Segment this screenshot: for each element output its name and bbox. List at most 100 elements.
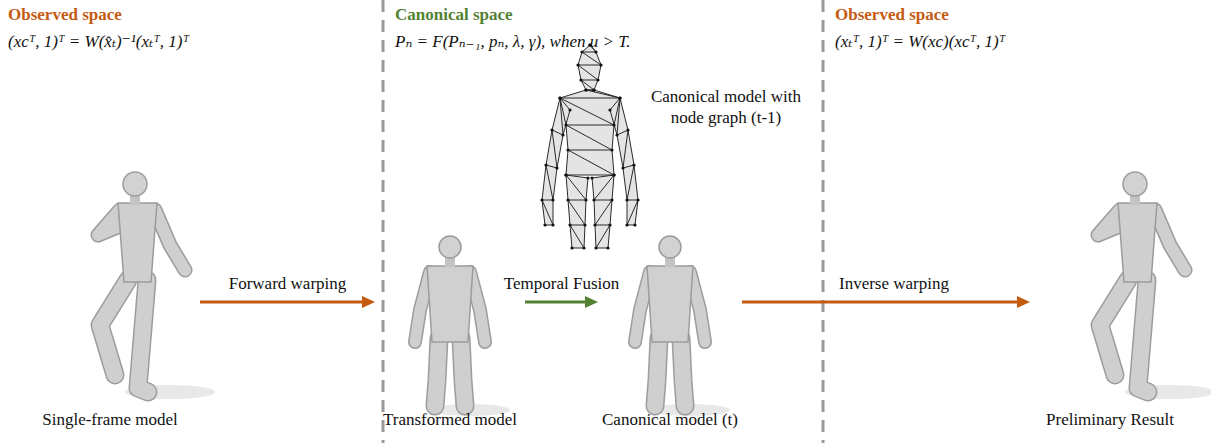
mesh-edge: [578, 65, 598, 80]
mesh-edge: [568, 200, 585, 225]
mesh-edge: [582, 52, 596, 53]
graph-node-dot: [551, 223, 554, 226]
graph-node-dot: [592, 88, 595, 91]
formula-text: Pₙ = F(Pₙ₋₁, pₙ, λ, γ), when u > T.: [395, 31, 631, 52]
mesh-edge: [584, 225, 585, 248]
mesh-edge: [572, 248, 584, 249]
mesh-edge: [552, 130, 563, 135]
section-divider: [382, 0, 385, 443]
figure-caption: Canonical model (t): [602, 410, 738, 430]
mesh-edge: [546, 165, 553, 200]
mesh-edge: [594, 80, 598, 90]
graph-node-dot: [592, 198, 595, 201]
mesh-edge: [623, 165, 634, 168]
mesh-fill: [560, 90, 620, 175]
mesh-edge: [612, 125, 614, 150]
mesh-edge: [552, 98, 560, 130]
graph-node-dot: [579, 78, 582, 81]
mesh-edge: [568, 200, 570, 225]
graph-node-dot: [555, 166, 558, 169]
mesh-edge: [578, 52, 582, 65]
mesh-edge: [542, 165, 546, 200]
mesh-edge: [612, 150, 614, 175]
graph-node-dot: [593, 223, 596, 226]
section-heading: Canonical space: [395, 4, 513, 25]
graph-node-dot: [586, 176, 589, 179]
mesh-edge: [552, 130, 557, 168]
graph-node-dot: [540, 198, 543, 201]
mesh-edge: [570, 225, 585, 226]
figure-caption: Single-frame model: [42, 410, 178, 430]
mesh-edge: [578, 65, 601, 66]
mesh-edge: [617, 135, 623, 168]
mesh-edge: [570, 225, 584, 248]
mesh-edge: [634, 165, 638, 200]
graph-node-dot: [564, 173, 567, 176]
figure-panel: Canonical model (t): [598, 230, 742, 432]
mesh-edge: [586, 90, 620, 98]
graph-node-dot: [612, 123, 615, 126]
graph-node-dot: [618, 96, 621, 99]
flow-arrow: [742, 296, 1030, 308]
mesh-edge: [612, 175, 614, 200]
section-heading: Observed space: [8, 4, 122, 25]
mesh-fill: [592, 175, 614, 248]
graph-node-dot: [618, 96, 621, 99]
graph-node-dot: [576, 63, 579, 66]
mesh-edge: [546, 165, 557, 168]
mesh-edge: [586, 178, 588, 200]
mesh-edge: [560, 98, 614, 125]
graph-node-dot: [612, 173, 615, 176]
mesh-edge: [594, 175, 614, 200]
mesh-edge: [568, 150, 614, 175]
graph-node-dot: [544, 163, 547, 166]
graph-node-dot: [568, 223, 571, 226]
figure-caption: Preliminary Result: [1046, 410, 1174, 430]
mesh-edge: [557, 135, 563, 168]
figure-panel: Preliminary Result: [1030, 160, 1190, 432]
mesh-edge: [566, 175, 568, 200]
graph-node-dot: [584, 198, 587, 201]
graph-node-dot: [632, 163, 635, 166]
mesh-edge: [617, 98, 620, 135]
graph-node-dot: [596, 78, 599, 81]
graph-node-dot: [621, 166, 624, 169]
mesh-edge: [628, 130, 634, 165]
mesh-edge: [596, 248, 608, 249]
graph-node-dot: [570, 246, 573, 249]
mesh-edge: [553, 168, 557, 200]
mesh-edge: [553, 200, 554, 225]
graph-node-dot: [568, 108, 571, 111]
mesh-edge: [595, 225, 610, 226]
mesh-edge: [627, 165, 634, 200]
graph-node-dot: [584, 88, 587, 91]
mesh-edge: [566, 150, 568, 175]
mesh-edge: [563, 110, 570, 135]
mesh-edge: [566, 125, 568, 150]
graph-node-dot: [558, 96, 561, 99]
graph-node-dot: [625, 198, 628, 201]
graph-node-dot: [633, 223, 636, 226]
graph-node-dot: [626, 128, 629, 131]
formula-text: (xₜᵀ, 1)ᵀ = W(xc)(xcᵀ, 1)ᵀ: [835, 31, 1005, 52]
graph-node-dot: [543, 223, 546, 226]
arrow-label: Forward warping: [227, 274, 349, 294]
graph-node-dot: [558, 96, 561, 99]
graph-node-dot: [564, 123, 567, 126]
mesh-edge: [620, 98, 628, 130]
annotation-text: Canonical model with node graph (t-1): [642, 86, 810, 128]
mesh-edge: [560, 98, 570, 110]
mesh-edge: [610, 98, 620, 110]
graph-node-dot: [636, 198, 639, 201]
human-figure: [1098, 172, 1211, 399]
human-figure: [98, 172, 215, 399]
human-figure: [415, 236, 510, 416]
graph-node-dot: [561, 133, 564, 136]
mesh-edge: [594, 200, 612, 201]
graph-node-dot: [606, 246, 609, 249]
mesh-fill: [610, 98, 638, 225]
mesh-edge: [595, 200, 612, 225]
mesh-fill: [578, 45, 601, 90]
figure-caption: Transformed model: [383, 410, 517, 430]
